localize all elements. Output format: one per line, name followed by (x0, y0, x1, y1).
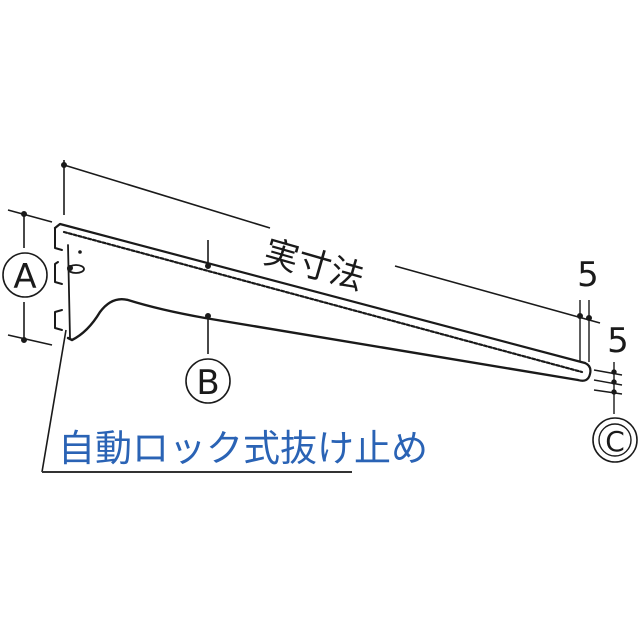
feature-caption: 自動ロック式抜け止め (58, 427, 428, 470)
tip-height-label: 5 (607, 321, 629, 361)
callout-b-label: B (196, 363, 219, 403)
caption-leader (41, 329, 352, 473)
callout-a-label: A (13, 257, 36, 297)
bracket-body (53, 222, 592, 382)
tip-thickness-label: 5 (577, 255, 599, 295)
dimension-a (7, 209, 53, 346)
callout-a: A (2, 252, 48, 298)
callout-c: C (592, 417, 638, 463)
length-dimension (60, 160, 601, 324)
callout-b: B (185, 358, 231, 404)
dimension-tip-height (593, 362, 623, 414)
dimension-b (205, 240, 212, 354)
dimension-tip-thickness (579, 300, 590, 362)
callout-c-label: C (605, 425, 625, 458)
